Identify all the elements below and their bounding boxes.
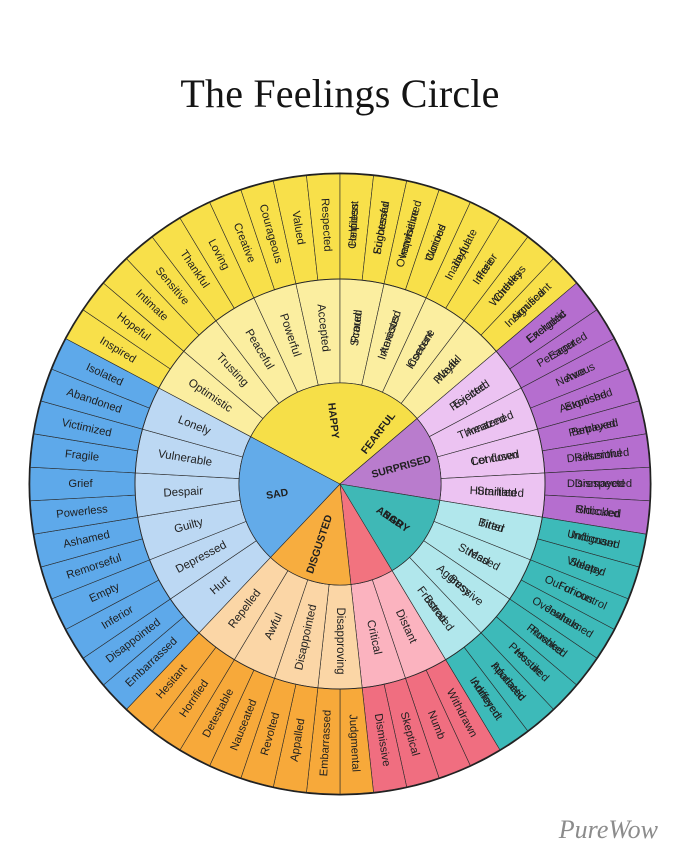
core-slice-surprised <box>339 418 442 501</box>
core-slice-sad <box>238 436 341 558</box>
core-slice-happy <box>250 382 418 485</box>
outer-label-dismayed: Dismayed <box>575 478 625 490</box>
middle-label-accepted: Accepted <box>314 303 331 352</box>
core-label-sad: SAD <box>265 487 289 502</box>
brand-logo: PureWow <box>558 815 658 844</box>
ring-divider-2 <box>134 278 546 690</box>
outer-label-embarrassed: Embarrassed <box>318 710 334 777</box>
core-slice-disgusted <box>270 483 352 586</box>
middle-label-startled: Startled <box>477 485 517 499</box>
outer-label-fragile: Fragile <box>64 448 99 464</box>
core-slice-bad <box>339 483 441 571</box>
outer-label-disrespected: Disrespected <box>567 478 632 490</box>
outer-label-grief: Grief <box>68 478 93 490</box>
middle-label-despair: Despair <box>163 485 203 499</box>
outer-label-helpless: Helpless <box>347 203 361 247</box>
middle-label-proud: Proud <box>349 312 364 344</box>
middle-label-humiliated: Humiliated <box>469 485 524 500</box>
outer-label-ridiculed: Ridiculed <box>574 504 621 521</box>
outer-label-shocked: Shocked <box>576 504 621 521</box>
core-ring <box>238 382 442 586</box>
page-title: The Feelings Circle <box>180 71 500 116</box>
middle-label-disapproving: Disapproving <box>334 607 346 674</box>
outer-label-confident: Confident <box>347 200 362 249</box>
outer-label-valued: Valued <box>289 210 306 246</box>
outer-label-judgmental: Judgmental <box>346 714 361 772</box>
middle-label-scared: Scared <box>349 309 365 347</box>
outer-label-resentful: Resentful <box>574 447 622 464</box>
outer-label-respected: Respected <box>319 198 334 252</box>
outer-label-powerless: Powerless <box>56 503 109 521</box>
core-label-happy: HAPPY <box>325 402 341 439</box>
